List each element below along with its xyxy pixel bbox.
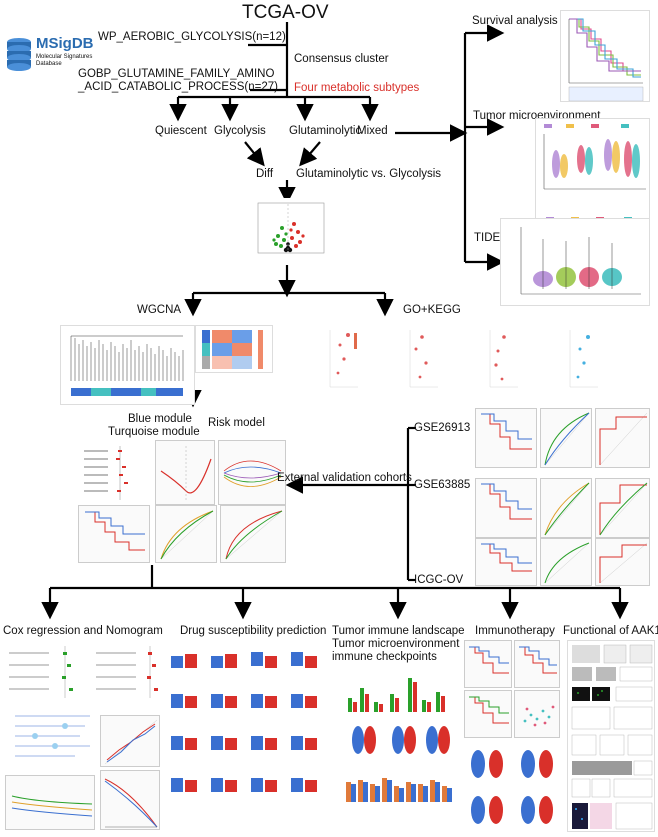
cohort-icgc-ov: ICGC-OV — [414, 574, 464, 586]
cohort-gse26913: GSE26913 — [414, 422, 471, 434]
validation-roc-3b — [595, 538, 650, 586]
cox-forest-thumb-2 — [92, 642, 172, 702]
immunotherapy-km-2 — [514, 640, 560, 688]
validation-roc-2a — [540, 478, 592, 538]
section-functional-aak1: Functional of AAK1 — [563, 625, 658, 637]
section-tide: TIDE — [474, 232, 501, 244]
dca-thumb — [100, 770, 160, 830]
module-trait-heatmap — [195, 325, 273, 373]
roc-tcga-thumb-2 — [220, 505, 286, 563]
section-survival-analysis: Survival analysis — [472, 15, 558, 27]
tumor-microenvironment-violin-right — [535, 118, 650, 228]
diff-label: Diff — [256, 168, 274, 180]
diff-compare-label: Glutaminolytic vs. Glycolysis — [296, 168, 442, 180]
tme-violin-svg — [543, 124, 646, 221]
section-tumor-microenvironment-bottom: Tumor microenvironment — [332, 638, 460, 650]
section-tumor-immune-landscape: Tumor immune landscape — [332, 625, 465, 637]
section-cox-nomogram: Cox regression and Nomogram — [3, 625, 163, 637]
validation-km-2 — [475, 478, 537, 538]
risk-model-label: Risk model — [208, 417, 265, 429]
immunotherapy-violin-3 — [464, 788, 512, 830]
aak1-functional-panel — [567, 640, 655, 832]
tide-violin-svg — [520, 227, 641, 295]
volcano-plot-svg — [257, 202, 325, 254]
subtype-glutaminolytic: Glutaminolytic — [289, 125, 362, 137]
validation-km-3 — [475, 538, 537, 586]
immune-landscape-bar-thumb — [340, 668, 455, 716]
aak1-panel-svg — [571, 644, 653, 830]
heatmap-svg — [202, 330, 263, 369]
validation-roc-1b — [595, 408, 650, 468]
gene-set-glutamine-line1: GOBP_GLUTAMINE_FAMILY_AMINO — [78, 68, 275, 80]
cox-forest-thumb-1 — [5, 642, 87, 702]
gene-set-glutamine-line2: _ACID_CATABOLIC_PROCESS(n=27) — [78, 81, 278, 93]
logo-subtitle: Molecular Signatures Database — [36, 54, 93, 67]
validation-km-1 — [475, 408, 537, 468]
subtype-glycolysis: Glycolysis — [214, 125, 266, 137]
gokegg-dotplot-1 — [290, 325, 360, 397]
validation-roc-3a — [540, 538, 592, 586]
validation-roc-1a — [540, 408, 592, 468]
immunotherapy-km-1 — [464, 640, 512, 688]
page-title: TCGA-OV — [242, 2, 329, 23]
wgcna-label: WGCNA — [137, 304, 182, 316]
survival-plot-svg — [568, 18, 644, 101]
volcano-plot — [248, 198, 328, 263]
immune-checkpoint-box-thumb — [340, 762, 455, 810]
gokegg-dotplot-4 — [530, 325, 600, 397]
km-curve-tcga-thumb — [78, 505, 150, 563]
gokegg-label: GO+KEGG — [403, 304, 461, 316]
immunotherapy-violin-2 — [514, 742, 560, 784]
lasso-cv-thumb — [155, 440, 215, 505]
logo-name: MSigDB — [36, 35, 94, 52]
blue-module-label: Blue module — [128, 413, 192, 425]
wgcna-dendrogram — [60, 325, 195, 405]
immune-violin-thumb — [340, 718, 455, 758]
database-icon — [7, 38, 31, 71]
survival-plot — [560, 10, 650, 102]
section-immunotherapy: Immunotherapy — [475, 625, 555, 637]
drug-boxplot-grid — [163, 640, 323, 810]
roc-tcga-thumb-1 — [155, 505, 217, 563]
immunotherapy-violin-4 — [514, 788, 560, 830]
subtype-quiescent: Quiescent — [155, 125, 207, 137]
section-drug-susceptibility: Drug susceptibility prediction — [180, 625, 327, 637]
forest-plot-thumb — [80, 442, 152, 504]
external-validation-label: External validation cohorts — [277, 472, 412, 484]
calibration-thumb — [100, 715, 160, 767]
validation-roc-2b — [595, 478, 650, 538]
consensus-cluster-label: Consensus cluster — [294, 53, 389, 65]
immunotherapy-km-3 — [464, 690, 512, 738]
immunotherapy-violin-1 — [464, 742, 512, 784]
dendrogram-svg — [70, 335, 184, 396]
immunotherapy-scatter — [514, 690, 560, 738]
subtype-mixed: Mixed — [357, 125, 388, 137]
time-roc-thumb — [5, 775, 95, 830]
tide-violin-plot — [500, 218, 650, 306]
gokegg-dotplot-2 — [370, 325, 440, 397]
gokegg-dotplot-3 — [450, 325, 520, 397]
msigdb-logo: MSigDB Molecular Signatures Database — [5, 35, 100, 75]
cohort-gse63885: GSE63885 — [414, 479, 471, 491]
drug-boxplot-svg — [171, 652, 317, 792]
turquoise-module-label: Turquoise module — [108, 426, 200, 438]
section-immune-checkpoints: immune checkpoints — [332, 651, 437, 663]
four-subtypes-label: Four metabolic subtypes — [294, 82, 420, 94]
nomogram-thumb — [5, 708, 95, 768]
lasso-path-thumb — [218, 440, 286, 505]
gene-set-glycolysis: WP_AEROBIC_GLYCOLYSIS(n=12) — [98, 31, 286, 43]
